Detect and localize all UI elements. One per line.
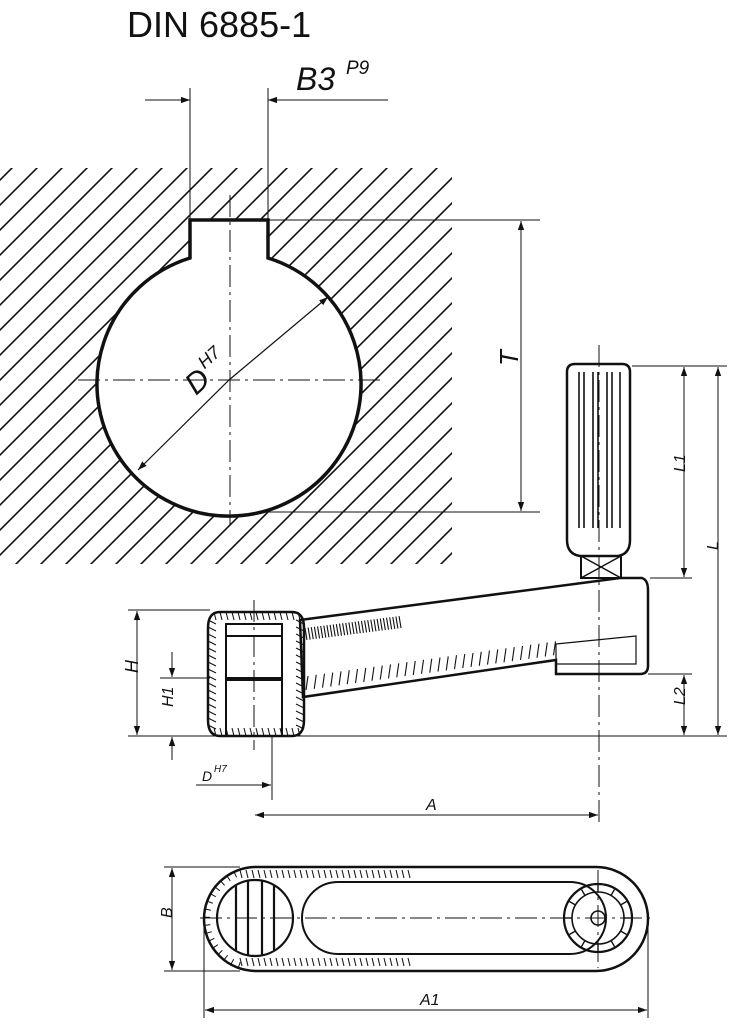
h1-label: H1: [160, 687, 177, 707]
l2-label: L2: [672, 687, 689, 705]
l-label: L: [705, 541, 722, 550]
grip-handle: [565, 362, 632, 558]
side-view: H H1 L L1 L2 D H7 A: [122, 345, 727, 825]
arm-ribs: [304, 616, 557, 691]
b3-label: B3: [296, 61, 335, 97]
b3-tolerance: P9: [346, 58, 370, 79]
grip-flutes: [578, 372, 621, 528]
h-label: H: [122, 659, 142, 673]
d-diameter-line: [228, 296, 329, 381]
hub-knurl: [207, 611, 305, 737]
bore-d-tolerance: H7: [214, 764, 227, 775]
a-label: A: [425, 797, 437, 814]
section-hatch: [0, 168, 452, 564]
hub-body: [206, 610, 306, 738]
t-label: T: [494, 348, 524, 366]
drawing-title: DIN 6885-1: [127, 4, 311, 45]
top-view: B A1: [159, 865, 652, 1018]
d-diameter-line-lower: [137, 379, 230, 471]
keyway-hole-outline: [95, 218, 363, 518]
b-label: B: [159, 907, 176, 918]
a1-label: A1: [419, 992, 440, 1009]
crank-arm: [298, 576, 650, 699]
keyway-section: B3 P9 T D H7: [0, 58, 540, 564]
top-ribs: [204, 869, 411, 969]
l1-label: L1: [672, 454, 689, 472]
bore-d-label: D: [202, 768, 212, 784]
arm-underside: [555, 635, 637, 665]
grip-shaft: [580, 555, 622, 579]
